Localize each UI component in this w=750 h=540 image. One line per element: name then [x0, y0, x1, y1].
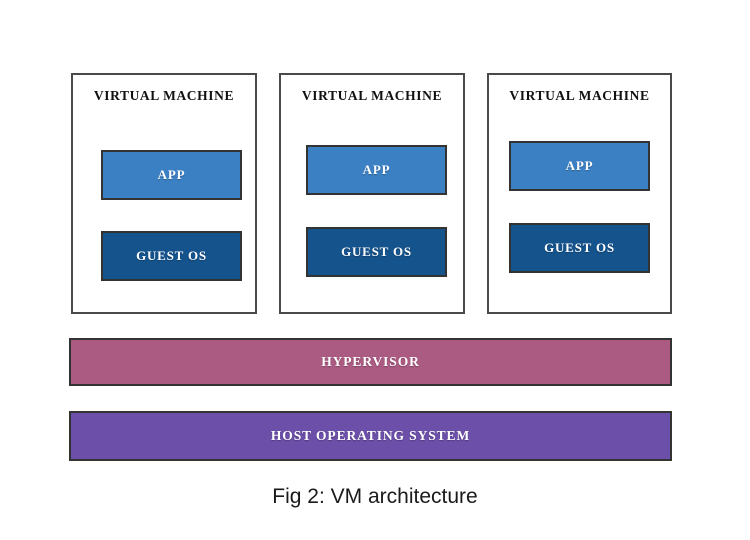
virtual-machine-3-title: VIRTUAL MACHINE — [509, 88, 650, 103]
vm-2-guest-os-block: GUEST OS — [306, 227, 447, 277]
host-operating-system-layer: HOST OPERATING SYSTEM — [69, 411, 672, 461]
vm-1-app-block: APP — [101, 150, 242, 200]
virtual-machine-3: VIRTUAL MACHINE APP GUEST OS — [487, 73, 672, 314]
vm-2-app-block: APP — [306, 145, 447, 195]
virtual-machine-2-title: VIRTUAL MACHINE — [301, 88, 443, 103]
figure-caption: Fig 2: VM architecture — [272, 485, 478, 508]
vm-3-app-block: APP — [509, 141, 650, 191]
virtual-machine-1-title: VIRTUAL MACHINE — [93, 88, 235, 103]
virtual-machine-1: VIRTUAL MACHINE APP GUEST OS — [71, 73, 257, 314]
vm-3-guest-os-block: GUEST OS — [509, 223, 650, 273]
virtual-machine-2: VIRTUAL MACHINE APP GUEST OS — [279, 73, 465, 314]
hypervisor-layer: HYPERVISOR — [69, 338, 672, 386]
vm-1-guest-os-block: GUEST OS — [101, 231, 242, 281]
